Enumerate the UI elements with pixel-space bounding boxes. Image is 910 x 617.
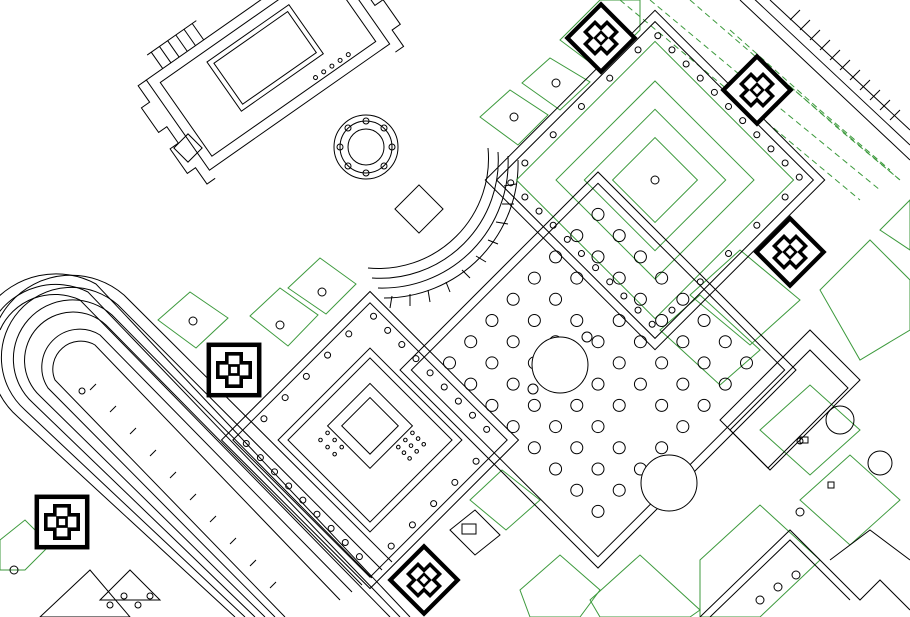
south-east-buildings [449, 329, 910, 617]
corner-towers [37, 4, 824, 613]
grove-marker-2 [527, 383, 539, 395]
plinth-small [173, 133, 203, 163]
fountain-south [640, 454, 698, 512]
circus-racetrack [0, 273, 411, 617]
colonnade-hatching [739, 0, 910, 161]
peristyle-courtyard-north [484, 9, 826, 351]
plot-markers [9, 78, 805, 575]
exedra [367, 147, 519, 309]
fountain-north [531, 336, 589, 394]
tree-grove-square [399, 171, 797, 569]
south-west-buildings [39, 569, 162, 617]
peristyle-courtyard-west [220, 290, 520, 590]
temple-complex [137, 0, 405, 185]
rotunda [333, 114, 399, 180]
plinth-large [394, 184, 444, 234]
grove-marker-1 [581, 331, 593, 343]
